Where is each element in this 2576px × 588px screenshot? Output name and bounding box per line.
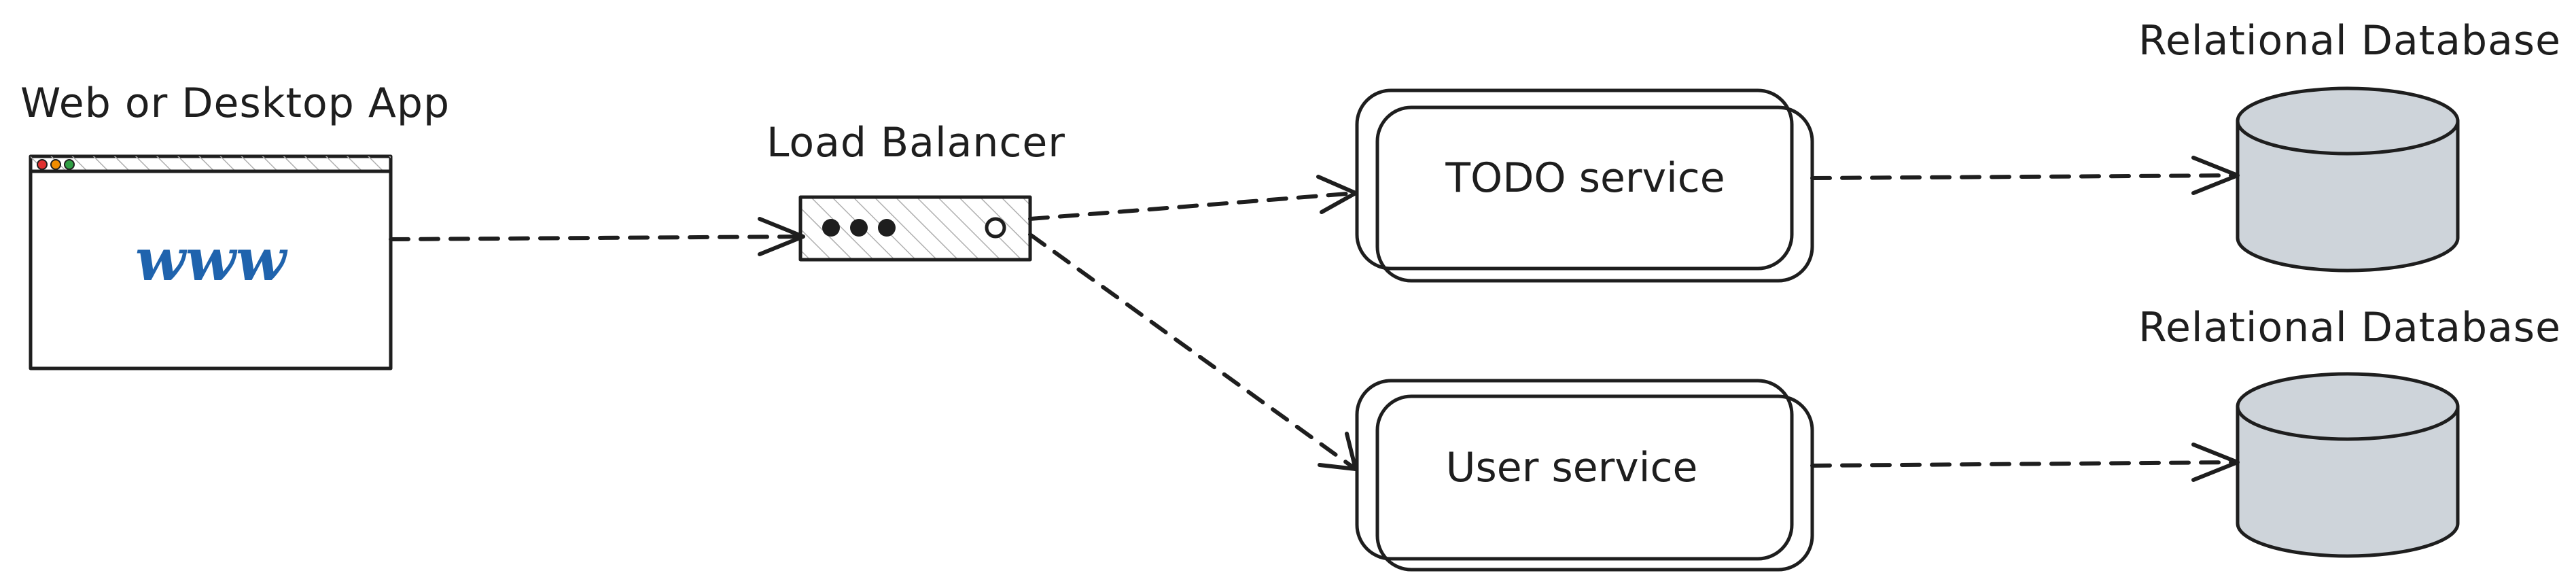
user-database-node: Relational Database bbox=[2138, 304, 2561, 558]
todo-database-node: Relational Database bbox=[2138, 17, 2561, 273]
browser-window-icon: www bbox=[29, 154, 393, 370]
user-service-shadow bbox=[1375, 394, 1814, 572]
edge-load-balancer-to-user-service bbox=[1028, 232, 1358, 471]
client-node: Web or Desktop App www bbox=[20, 80, 450, 370]
todo-service-label: TODO service bbox=[1445, 154, 1725, 202]
window-dot-orange-icon bbox=[50, 159, 61, 170]
user-service-label: User service bbox=[1446, 444, 1698, 491]
todo-service-node: TODO service bbox=[1355, 88, 1814, 283]
todo-service-box bbox=[1355, 88, 1794, 271]
www-text: www bbox=[135, 226, 288, 294]
client-label: Web or Desktop App bbox=[20, 80, 450, 127]
todo-database-label: Relational Database bbox=[2138, 17, 2561, 65]
window-dot-red-icon bbox=[37, 159, 48, 170]
window-dot-green-icon bbox=[64, 159, 75, 170]
user-database-label: Relational Database bbox=[2138, 304, 2561, 351]
load-balancer-label: Load Balancer bbox=[766, 119, 1065, 167]
todo-service-shadow bbox=[1375, 105, 1814, 283]
edge-user-service-to-database bbox=[1810, 443, 2240, 482]
user-service-node: User service bbox=[1355, 379, 1814, 572]
edge-load-balancer-to-todo-service bbox=[1028, 175, 1358, 221]
load-balancer-icon bbox=[798, 195, 1032, 262]
edge-todo-service-to-database bbox=[1810, 156, 2240, 195]
database-cylinder-icon bbox=[2236, 86, 2460, 273]
database-cylinder-icon bbox=[2236, 372, 2460, 558]
load-balancer-node: Load Balancer bbox=[766, 119, 1065, 262]
edge-client-to-load-balancer bbox=[389, 217, 805, 256]
